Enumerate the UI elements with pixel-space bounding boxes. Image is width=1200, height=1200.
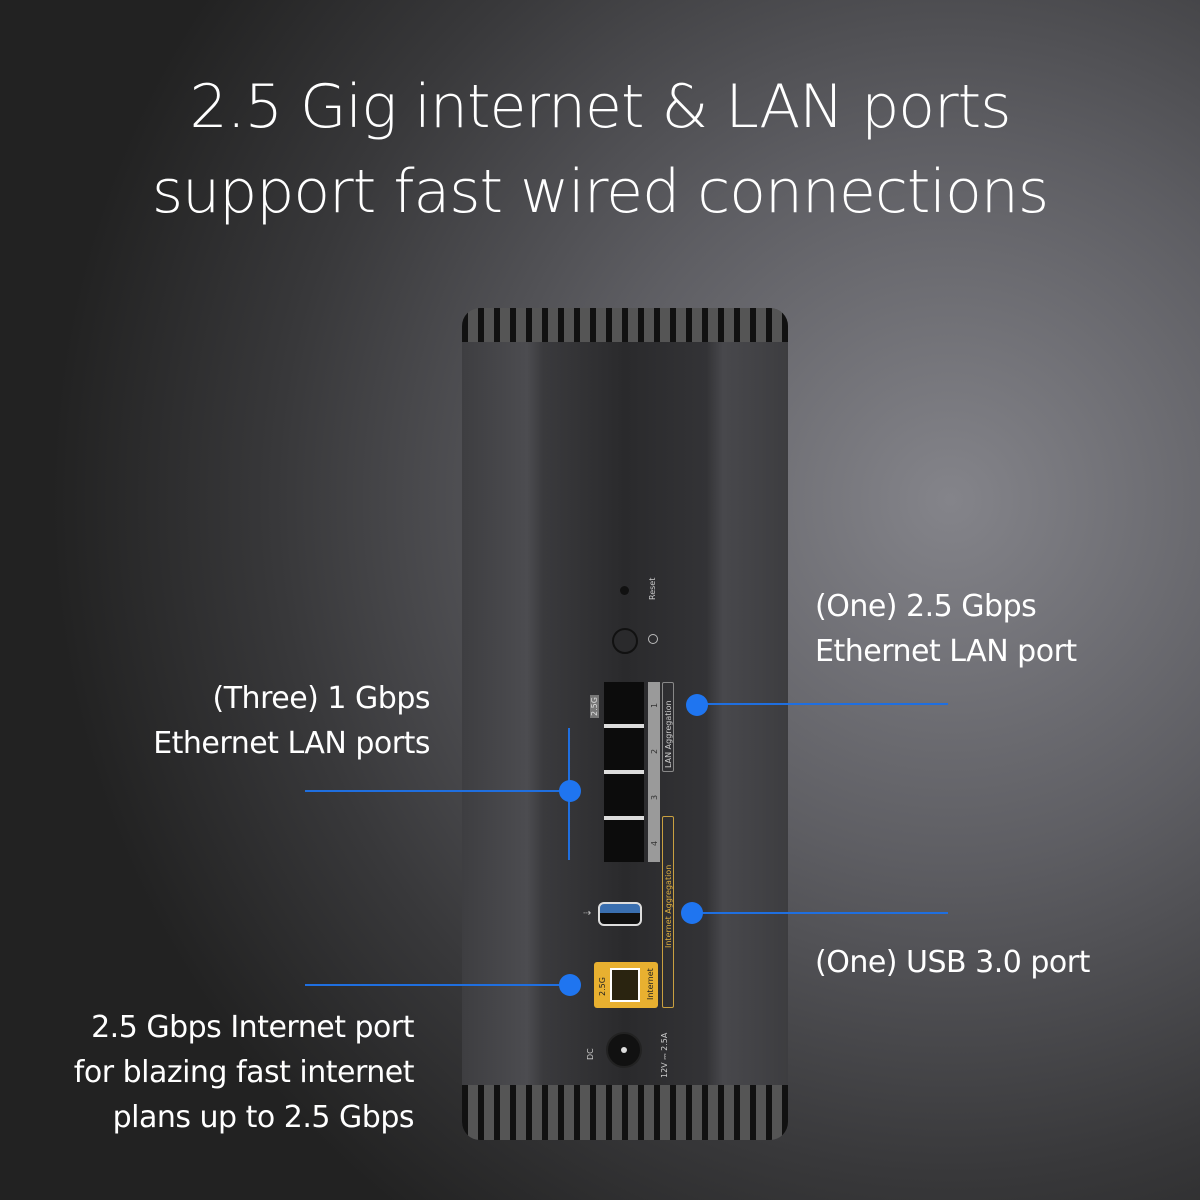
port-number-4: 4 bbox=[650, 840, 659, 846]
top-vents bbox=[462, 308, 788, 342]
callout-dot-lan1g bbox=[559, 780, 581, 802]
callout-line-lan1g bbox=[305, 790, 570, 792]
usb-port[interactable] bbox=[598, 902, 642, 926]
lan-ports[interactable] bbox=[604, 682, 644, 862]
callout-internet-l2: for blazing fast internet bbox=[73, 1055, 415, 1090]
bottom-vents bbox=[462, 1085, 788, 1140]
internet-aggregation-label: Internet Aggregation bbox=[664, 864, 673, 948]
callout-lan25-l1: (One) 2.5 Gbps bbox=[815, 589, 1037, 624]
callout-dot-usb bbox=[681, 902, 703, 924]
callout-line-usb bbox=[692, 912, 948, 914]
reset-hole bbox=[620, 586, 629, 595]
dc-label: DC bbox=[586, 1048, 595, 1060]
headline-line-2: support fast wired connections bbox=[151, 157, 1049, 227]
callout-lan1g-l2: Ethernet LAN ports bbox=[153, 726, 430, 761]
callout-dot-lan25 bbox=[686, 694, 708, 716]
port-number-2: 2 bbox=[650, 748, 659, 754]
callout-usb: (One) USB 3.0 port bbox=[815, 945, 1090, 980]
port-number-1: 1 bbox=[650, 702, 659, 708]
lan-aggregation-label: LAN Aggregation bbox=[664, 700, 673, 768]
internet-port-label: Internet bbox=[646, 968, 655, 1000]
callout-lan25-l2: Ethernet LAN port bbox=[815, 634, 1077, 669]
usb-icon: ⇢ bbox=[583, 908, 592, 919]
callout-internet-l3: plans up to 2.5 Gbps bbox=[112, 1100, 415, 1135]
callout-lan1g-l1: (Three) 1 Gbps bbox=[212, 681, 431, 716]
callout-line-lan25 bbox=[697, 703, 948, 705]
callout-line-internet bbox=[305, 984, 570, 986]
power-button[interactable] bbox=[612, 628, 638, 654]
port-number-3: 3 bbox=[650, 794, 659, 800]
callout-dot-internet bbox=[559, 974, 581, 996]
badge-2-5g: 2.5G bbox=[590, 695, 599, 718]
callout-internet-l1: 2.5 Gbps Internet port bbox=[91, 1010, 414, 1045]
power-icon bbox=[648, 634, 658, 644]
internet-badge: 2.5G bbox=[598, 977, 607, 996]
internet-aggregation-box bbox=[662, 816, 674, 1008]
dc-jack bbox=[606, 1032, 642, 1068]
power-spec-label: 12V ⎓ 2.5A bbox=[660, 1032, 669, 1078]
reset-label: Reset bbox=[648, 577, 657, 600]
headline-line-1: 2.5 Gig internet & LAN ports bbox=[189, 72, 1012, 142]
lan-aggregation-box bbox=[662, 682, 674, 772]
port-number-strip bbox=[648, 682, 660, 862]
internet-port[interactable] bbox=[594, 962, 658, 1008]
